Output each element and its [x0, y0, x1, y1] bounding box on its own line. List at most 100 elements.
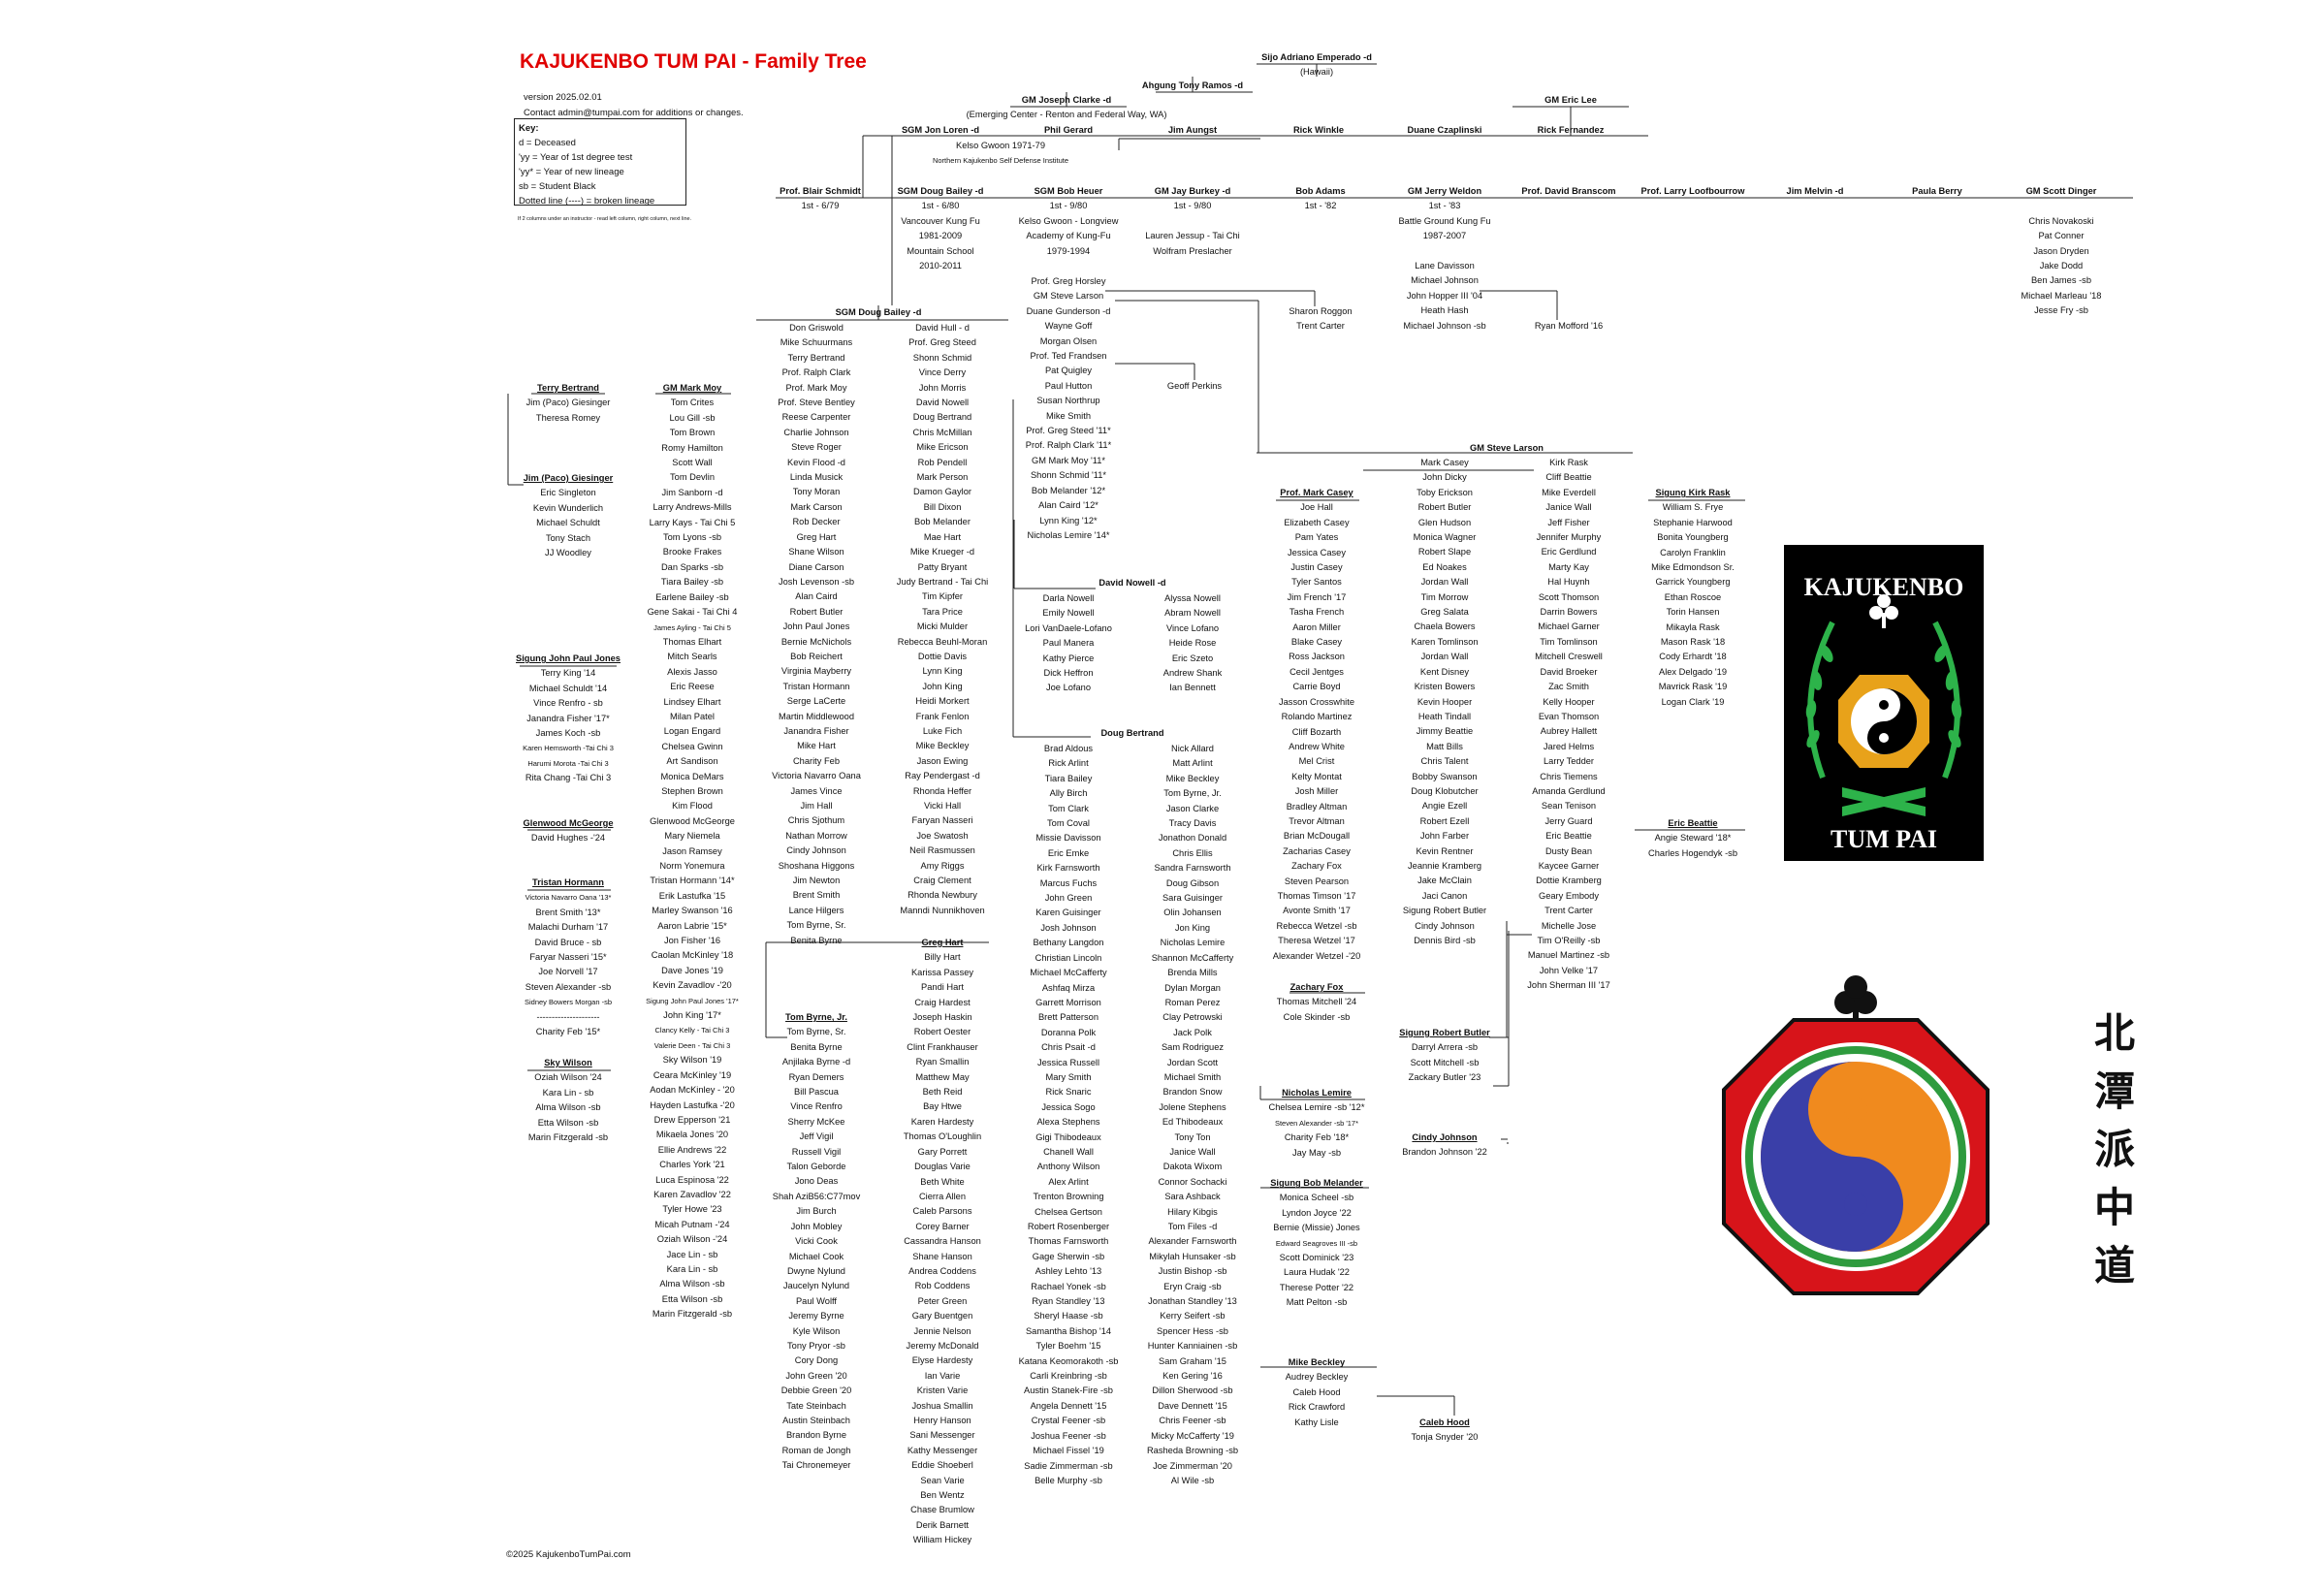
- member-name: Gage Sherwin -sb: [1032, 1251, 1105, 1261]
- member-name: Jeremy McDonald: [906, 1340, 979, 1351]
- member-name: John Paul Jones: [782, 621, 850, 632]
- member-name: Thomas Timson '17: [1277, 890, 1356, 901]
- member-name: Pam Yates: [1294, 532, 1339, 543]
- member-name: Virginia Mayberry: [780, 666, 852, 677]
- member-name: Sara Ashback: [1164, 1192, 1221, 1202]
- member-name: Brent Smith: [792, 890, 841, 901]
- member-name: Joe Lofano: [1045, 683, 1092, 693]
- member-name: Heath Tindall: [1417, 711, 1472, 721]
- member-name: Ryan Smallin: [915, 1057, 970, 1067]
- member-name: Tonja Snyder '20: [1411, 1432, 1479, 1443]
- member-name: Romy Hamilton: [661, 442, 723, 453]
- member-name: David Bruce - sb: [534, 937, 602, 947]
- calligraphy-char: 中: [2094, 1184, 2135, 1231]
- member-name: Nicholas Lemire '14*: [1027, 529, 1110, 540]
- member-name: Darla Nowell: [1042, 593, 1095, 603]
- member-name: Aaron Miller: [1292, 621, 1341, 632]
- member-name: Larry Andrews-Mills: [653, 502, 732, 513]
- member-name: Joshua Smallin: [911, 1400, 973, 1411]
- member-name: Brenda Mills: [1167, 968, 1218, 978]
- member-name: Joe Zimmerman '20: [1153, 1460, 1232, 1471]
- node-head: Prof. Mark Casey: [1280, 488, 1353, 497]
- member-name: Chris Ellis: [1172, 847, 1213, 858]
- member-name: Lou Gill -sb: [669, 412, 716, 423]
- member-name: Ashfaq Mirza: [1041, 982, 1096, 993]
- member-name: Dillon Sherwood -sb: [1152, 1385, 1233, 1396]
- member-name: Shannon McCafferty: [1151, 952, 1234, 963]
- member-name: Manndi Nunnikhoven: [900, 905, 985, 915]
- member-name: Dan Sparks -sb: [660, 561, 724, 572]
- node-clarke: GM Joseph Clarke -d(Emerging Center - Re…: [967, 93, 1167, 123]
- member-name: Paul Hutton: [1044, 380, 1093, 391]
- member-name: Robert Butler: [1417, 502, 1472, 513]
- member-name: Tara Price: [922, 606, 963, 617]
- member-name: Avonte Smith '17: [1283, 906, 1351, 916]
- member-name: Tim O'Reilly -sb: [1537, 936, 1601, 945]
- member-name: Larry Kays - Tai Chi 5: [649, 517, 736, 527]
- member-name: Tyler Howe '23: [662, 1204, 722, 1215]
- member-name: Bill Dixon: [923, 501, 962, 512]
- member-name: Pat Conner: [2038, 231, 2085, 241]
- member-name: Matt Arlint: [1172, 758, 1213, 769]
- member-name: John Hopper III '04: [1406, 290, 1483, 301]
- member-name: Jeremy Byrne: [788, 1311, 844, 1321]
- member-name: Prof. Mark Moy: [785, 382, 847, 393]
- member-name: Doug Bertrand: [912, 412, 972, 423]
- member-name: Rob Coddens: [914, 1281, 971, 1291]
- member-name: Theresa Wetzel '17: [1278, 936, 1355, 946]
- member-name: Samantha Bishop '14: [1025, 1325, 1112, 1336]
- member-name: Bob Melander '12*: [1031, 485, 1106, 495]
- node-head: Jim Melvin -d: [1786, 186, 1844, 196]
- member-name: Steven Alexander -sb '17*: [1274, 1118, 1359, 1128]
- member-name: Chelsea Lemire -sb '12*: [1268, 1102, 1365, 1113]
- member-name: Karen Zavadlov '22: [653, 1189, 731, 1199]
- node-head: Caleb Hood: [1419, 1417, 1470, 1427]
- member-name: Jennie Nelson: [913, 1325, 971, 1336]
- member-name: Therese Potter '22: [1279, 1282, 1354, 1292]
- node-head: SGM Jon Loren -d: [901, 125, 980, 135]
- member-name: Mitchell Creswell: [1535, 652, 1603, 662]
- member-name: Eric Emke: [1047, 847, 1090, 858]
- member-name: Wayne Goff: [1044, 321, 1093, 332]
- member-name: Joseph Haskin: [912, 1012, 972, 1023]
- member-name: Eric Gerdlund: [1541, 547, 1597, 557]
- member-name: Angie Ezell: [1421, 801, 1468, 812]
- member-name: Rebecca Wetzel -sb: [1276, 920, 1357, 931]
- node-head: Greg Hart: [921, 938, 964, 947]
- member-name: Connor Sochacki: [1158, 1176, 1227, 1187]
- member-name: Jason Ramsey: [662, 845, 722, 856]
- member-name: Talon Geborde: [786, 1162, 846, 1172]
- member-name: Dottie Kramberg: [1536, 876, 1602, 886]
- member-name: Larry Tedder: [1543, 756, 1595, 767]
- member-name: Micah Putnam -'24: [654, 1219, 730, 1229]
- member-name: Kirk Rask: [1549, 458, 1588, 467]
- member-name: Prof. Greg Steed '11*: [1026, 426, 1111, 436]
- legend-title: Key:: [519, 123, 539, 134]
- member-name: Rolando Martinez: [1281, 712, 1353, 722]
- member-name: Robert Butler: [789, 606, 844, 617]
- member-name: Chris Tiemens: [1540, 771, 1598, 781]
- member-name: Angie Steward '18*: [1654, 833, 1732, 844]
- member-name: Prof. Ralph Clark: [781, 367, 851, 378]
- member-name: Mike Smith: [1046, 410, 1091, 421]
- member-name: Kyle Wilson: [792, 1325, 841, 1336]
- member-name: Rob Decker: [792, 517, 841, 527]
- member-name: Chelsea Gertson: [1035, 1206, 1102, 1217]
- member-name: Rick Crawford: [1288, 1402, 1346, 1413]
- member-name: Vince Renfro - sb: [533, 698, 603, 709]
- member-name: Luke Fich: [922, 725, 963, 736]
- member-name: Linda Musick: [789, 472, 844, 483]
- member-name: Ellie Andrews '22: [657, 1144, 727, 1155]
- member-name: Jonathan Standley '13: [1148, 1296, 1237, 1307]
- member-name: Brad Aldous: [1043, 744, 1094, 753]
- member-name: Jeff Vigil: [799, 1131, 834, 1142]
